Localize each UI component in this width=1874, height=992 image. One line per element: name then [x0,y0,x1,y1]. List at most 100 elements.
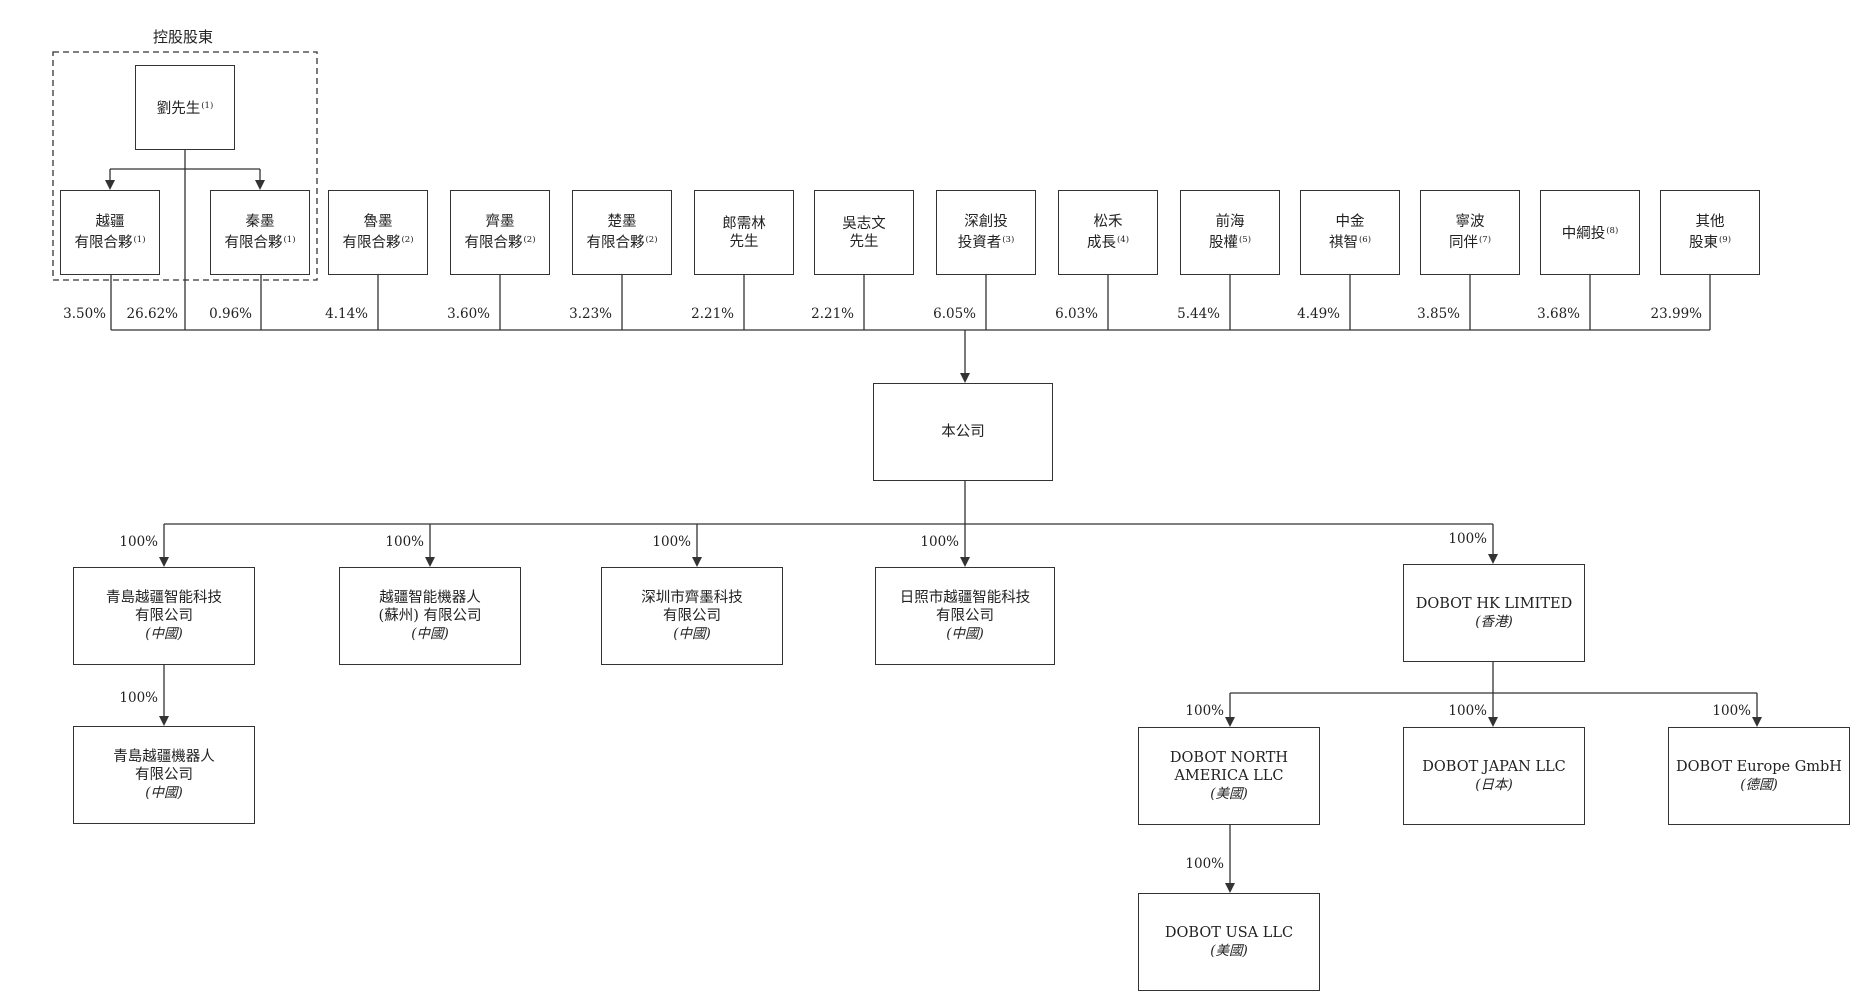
arrow-head [255,180,265,190]
arrow-head [159,557,169,567]
shareholder-name: 有限合夥 [74,235,133,251]
subsidiary-box-suzhou: 越疆智能機器人(蘇州) 有限公司(中國) [339,567,521,665]
subsidiary-name-line: DOBOT USA LLC [1165,924,1293,942]
percentage-label: 100% [1185,703,1224,719]
subsidiary-location-line: (中國) [411,625,449,643]
subsidiary-location: (中國) [946,626,984,642]
shareholder-box-qianhai: 前海股權(5) [1180,190,1280,275]
percentage-label: 2.21% [691,306,734,322]
footnote-marker: (1) [283,235,296,245]
percentage-label: 100% [920,534,959,550]
footnote-marker: (4) [1116,235,1130,245]
subsidiary-location: (中國) [145,626,183,642]
subsidiary-name-line: 青島越疆智能科技 [106,589,222,607]
footnote-marker: (9) [1718,235,1732,245]
subsidiary-name-line: (蘇州) 有限公司 [379,607,482,625]
shareholder-box-yuejiang: 越疆有限合夥(1) [60,190,160,275]
shareholder-name-line: 深創投 [964,213,1008,231]
footnote-marker: (3) [1002,235,1015,245]
subsidiary-name-line: 有限公司 [135,607,193,625]
subsidiary-name-line: DOBOT JAPAN LLC [1422,758,1565,776]
shareholder-name-line: 祺智(6) [1329,231,1371,252]
shareholder-box-zhongjin: 中金祺智(6) [1300,190,1400,275]
shareholder-name: 投資者 [957,235,1002,251]
subsidiary-name: 有限公司 [663,608,721,624]
percentage-label: 3.23% [569,306,612,322]
company-name: 本公司 [941,424,985,440]
percentage-label: 100% [119,534,158,550]
shareholder-name-line: 其他 [1696,213,1725,231]
percentage-label: 3.85% [1417,306,1460,322]
shareholder-name: 松禾 [1093,214,1123,230]
subsidiary-location-line: (中國) [145,625,183,643]
arrow-head [1225,883,1235,893]
shareholder-name-line: 有限合夥(1) [74,231,145,252]
arrow-head [960,373,970,383]
shareholder-name-line: 吳志文 [842,215,886,233]
subsidiary-location: (美國) [1210,943,1248,959]
shareholder-name: 劉先生 [156,101,201,117]
shareholder-name: 先生 [849,233,879,250]
percentage-label: 100% [1185,856,1224,872]
shareholder-name: 有限合夥 [224,235,283,251]
shareholder-box-lumo: 魯墨有限合夥(2) [328,190,428,275]
shareholder-box-zhonggang: 中綱投(8) [1540,190,1640,275]
shareholder-name-line: 秦墨 [246,213,275,231]
arrow-head [960,557,970,567]
shareholder-name: 越疆 [95,214,125,230]
shareholder-name-line: 股東(9) [1689,231,1731,252]
subsidiary-name-line: DOBOT HK LIMITED [1416,595,1573,613]
shareholder-box-songhe: 松禾成長(4) [1058,190,1158,275]
percentage-label: 6.03% [1055,306,1098,322]
percentage-label: 2.21% [811,306,854,322]
shareholder-name-line: 股權(5) [1209,231,1251,252]
shareholder-name: 有限合夥 [464,235,523,251]
subsidiary-box-dobothk: DOBOT HK LIMITED(香港) [1403,564,1585,662]
subsidiary-box-qdrobot: 青島越疆機器人有限公司(中國) [73,726,255,824]
shareholder-box-wuzhiwen: 吳志文先生 [814,190,914,275]
percentage-label: 0.96% [209,306,252,322]
percentage-label: 4.49% [1297,306,1340,322]
shareholder-name-line: 有限合夥(1) [224,231,295,252]
subsidiary-location-line: (中國) [946,625,984,643]
subsidiary-name-line: DOBOT Europe GmbH [1676,758,1842,776]
subsidiary-name: 日照市越疆智能科技 [899,590,1031,606]
subsidiary-box-doboteu: DOBOT Europe GmbH(德國) [1668,727,1850,825]
subsidiary-name-line: 深圳市齊墨科技 [641,589,743,607]
shareholder-name: 齊墨 [485,214,515,230]
shareholder-name: 魯墨 [363,214,393,230]
subsidiary-location: (中國) [145,785,183,801]
percentage-label: 100% [652,534,691,550]
footnote-marker: (2) [645,235,658,245]
percentage-label: 3.60% [447,306,490,322]
shareholder-name-line: 魯墨 [364,213,393,231]
subsidiary-name: 青島越疆智能科技 [106,590,222,606]
arrow-head [1488,554,1498,564]
shareholder-name-line: 楚墨 [608,213,637,231]
arrow-head [1752,717,1762,727]
subsidiary-location: (中國) [673,626,711,642]
shareholder-box-qimo: 齊墨有限合夥(2) [450,190,550,275]
footnote-marker: (7) [1478,235,1492,245]
subsidiary-box-dobotusa: DOBOT USA LLC (美國) [1138,893,1320,991]
percentage-label: 100% [1448,703,1487,719]
percentage-label: 100% [1448,531,1487,547]
shareholder-name: 有限合夥 [342,235,401,251]
shareholder-name: 先生 [729,233,759,250]
subsidiary-name: DOBOT Europe GmbH [1676,759,1842,775]
subsidiary-name-line: 有限公司 [936,607,994,625]
subsidiary-name: 有限公司 [135,767,193,783]
subsidiary-location: (美國) [1210,786,1248,802]
shareholder-name: 成長 [1086,235,1116,251]
shareholder-name-line: 松禾 [1094,213,1123,231]
subsidiary-location: (香港) [1475,614,1513,630]
percentage-label: 23.99% [1650,306,1702,322]
shareholder-name: 股權 [1208,235,1238,251]
subsidiary-name: DOBOT USA LLC [1164,925,1294,941]
subsidiary-name-line: 越疆智能機器人 [379,589,481,607]
subsidiary-name-line: 有限公司 [663,607,721,625]
shareholder-name-line: 中綱投(8) [1562,222,1619,243]
subsidiary-location-line: (德國) [1740,776,1778,794]
shareholder-name: 寧波 [1455,214,1485,230]
